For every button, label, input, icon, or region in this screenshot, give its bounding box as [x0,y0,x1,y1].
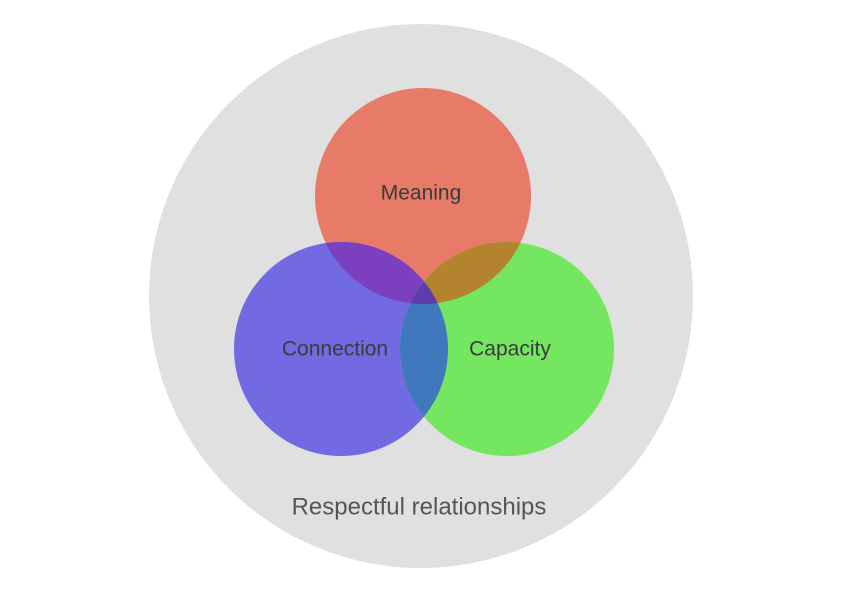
meaning-overlap-group [315,242,531,304]
label-connection: Connection [282,338,388,361]
overlap-meaning-connection [315,242,448,304]
label-meaning: Meaning [381,182,462,205]
label-capacity: Capacity [469,338,551,361]
overlap-meaning-capacity [400,242,531,304]
label-respectful-relationships: Respectful relationships [292,494,547,521]
